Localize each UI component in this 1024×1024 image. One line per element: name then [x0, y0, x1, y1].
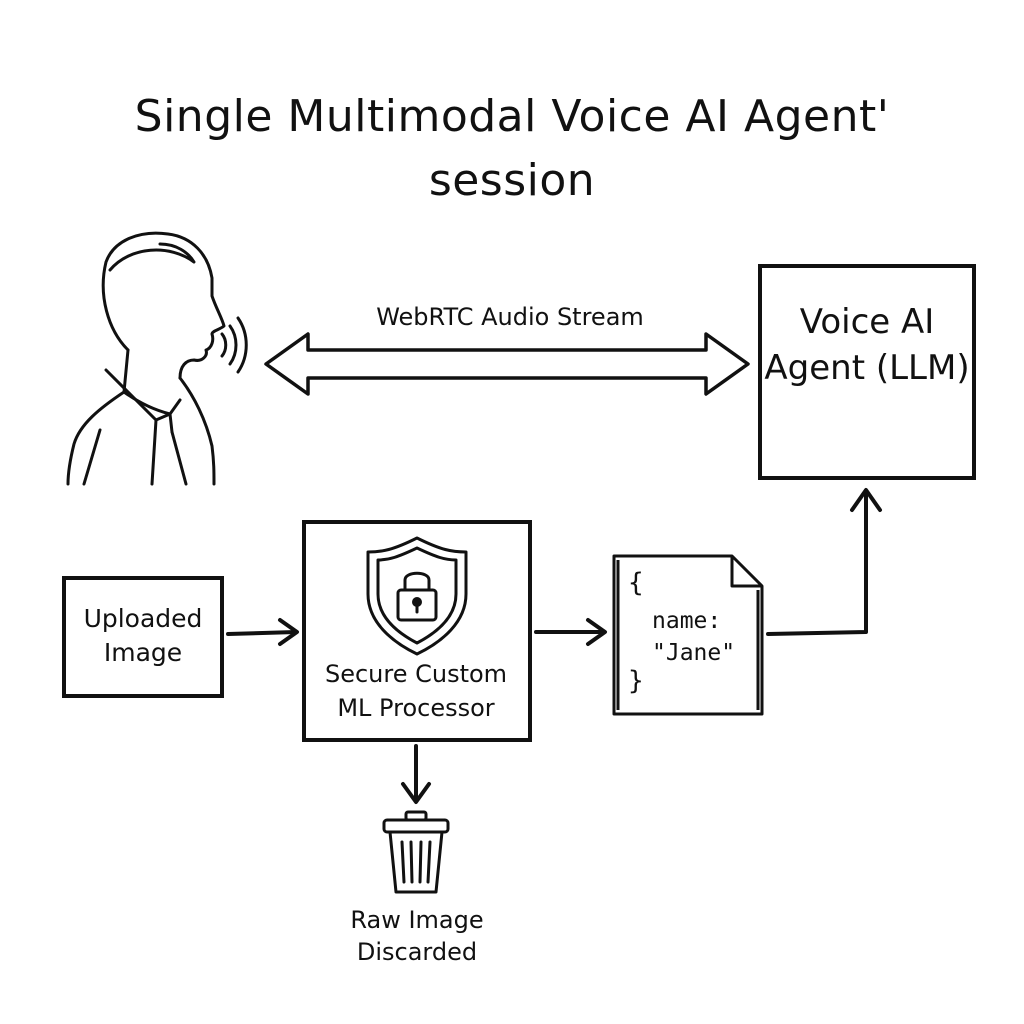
processor-to-json-arrow	[534, 618, 607, 646]
audio-stream-label: WebRTC Audio Stream	[376, 303, 644, 331]
json-brace-close: }	[628, 666, 644, 696]
shield-lock-icon	[366, 536, 468, 656]
processor-label: Secure Custom ML Processor	[324, 660, 508, 722]
agent-label: Voice AI Agent (LLM)	[764, 302, 970, 388]
json-value: "Jane"	[652, 640, 736, 666]
processor-to-trash-arrow	[401, 744, 431, 804]
discard-label: Raw Image Discarded	[350, 906, 484, 967]
diagram-title-line2: session	[428, 155, 596, 206]
audio-stream-double-arrow	[264, 332, 750, 396]
processor-box	[302, 520, 532, 742]
json-key: name:	[652, 608, 722, 634]
agent-box	[758, 264, 976, 480]
trash-bin-icon	[382, 810, 450, 894]
json-to-agent-arrow	[766, 488, 882, 636]
uploaded-image-label: Uploaded Image	[83, 604, 203, 667]
diagram-title-line1: Single Multimodal Voice AI Agent'	[134, 91, 890, 142]
json-brace-open: {	[628, 568, 644, 598]
uploaded-image-box	[62, 576, 224, 698]
speaking-person-icon	[66, 231, 248, 486]
json-document-icon	[612, 554, 764, 716]
upload-to-processor-arrow	[226, 618, 299, 646]
